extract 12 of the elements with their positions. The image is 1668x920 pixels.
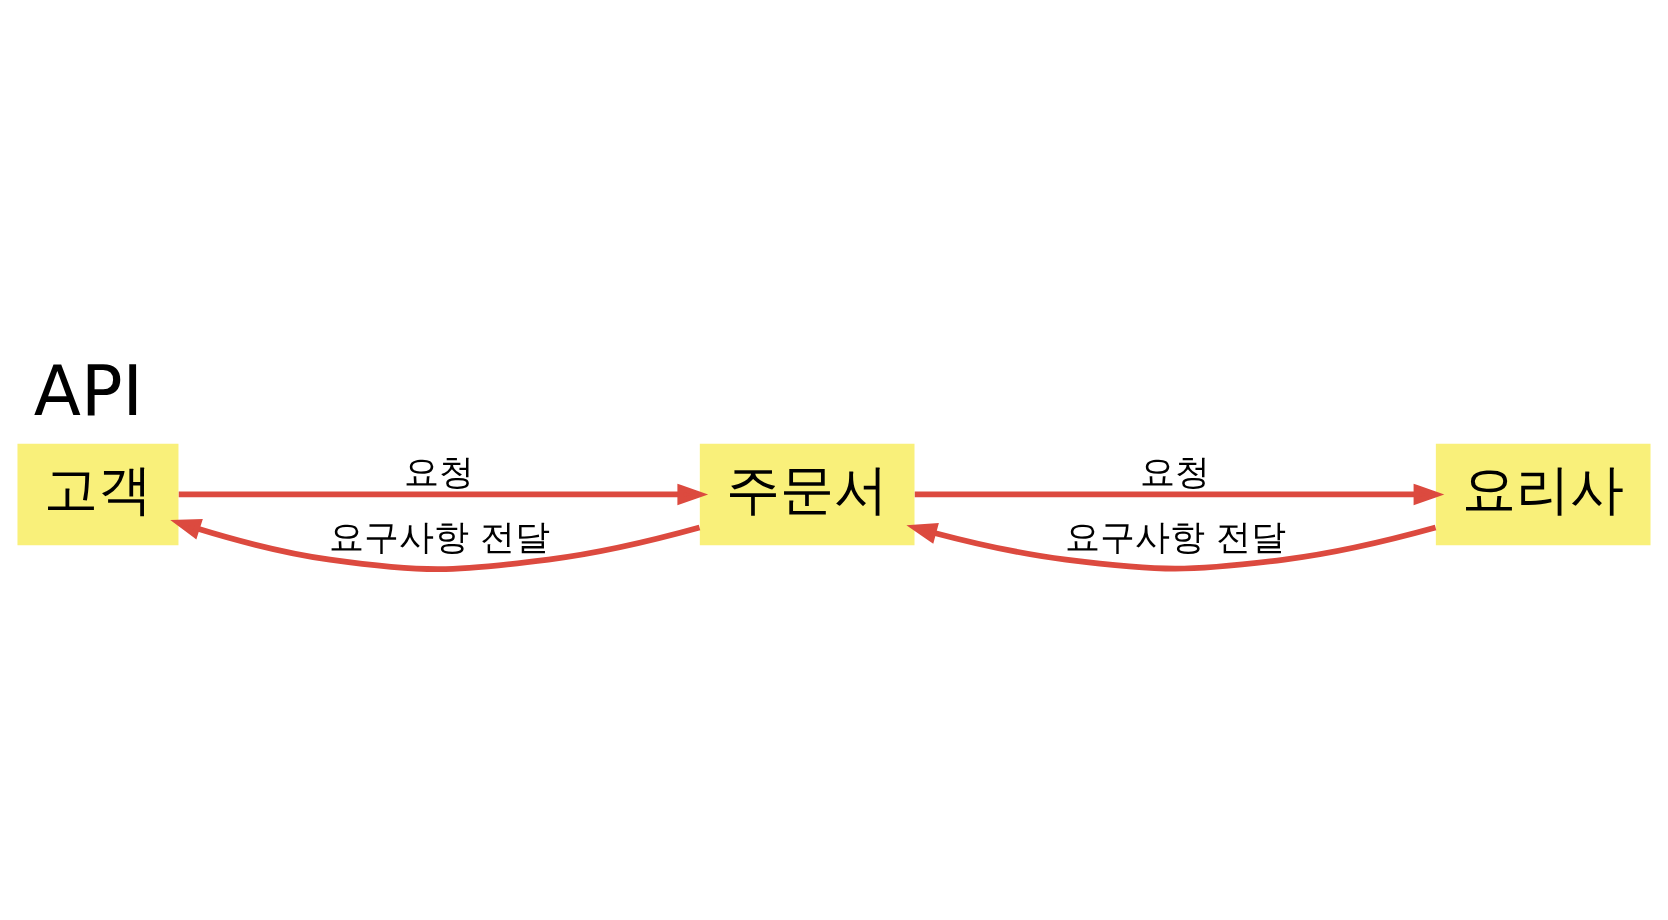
node-box: 주문서 [699,443,915,545]
arrow [178,483,709,505]
arrow [170,518,701,572]
node-box: 고객 [17,443,179,545]
node-box: 요리사 [1435,443,1651,545]
edge-label: 요구사항 전달 [1064,516,1286,557]
arrow [906,522,1437,571]
edge-label: 요청 [404,451,475,492]
edge-label: 요구사항 전달 [328,516,550,557]
edge-label: 요청 [1140,451,1211,492]
arrow [914,483,1445,505]
diagram-title: API [33,350,143,431]
